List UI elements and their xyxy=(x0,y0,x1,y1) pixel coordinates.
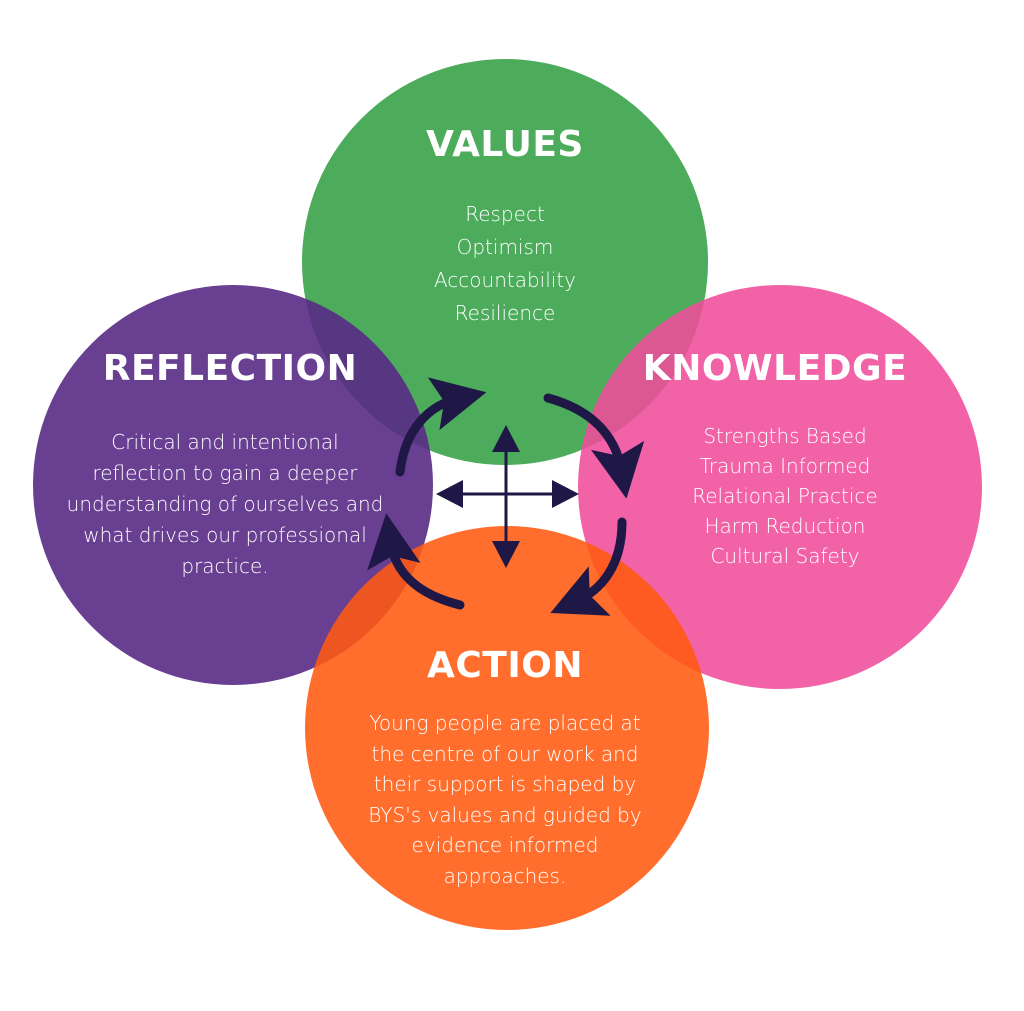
cycle-arrows xyxy=(367,377,645,616)
values-circle xyxy=(302,59,708,465)
arrow-reflection-to-values xyxy=(395,377,487,477)
reflection-line: practice. xyxy=(181,554,269,578)
values-item: Optimism xyxy=(456,235,554,259)
arrow-values-to-knowledge xyxy=(543,393,645,499)
knowledge-circle xyxy=(578,285,982,689)
reflection-line: Critical and intentional xyxy=(111,430,339,454)
values-item: Accountability xyxy=(433,268,577,292)
action-line: BYS's values and guided by xyxy=(368,802,642,827)
reflection-line: understanding of ourselves and xyxy=(66,492,384,516)
reflection-title: REFLECTION xyxy=(102,348,358,389)
arrow-up-icon xyxy=(492,425,520,452)
reflection-circle xyxy=(33,285,433,685)
reflection-line: reflection to gain a deeper xyxy=(92,461,358,485)
action-line: approaches. xyxy=(443,863,567,888)
knowledge-item: Trauma Informed xyxy=(699,454,871,478)
action-title: ACTION xyxy=(427,645,583,686)
action-line: evidence informed xyxy=(411,833,599,857)
reflection-text: Critical and intentional reflection to ga… xyxy=(40,427,410,582)
action-line: their support is shaped by xyxy=(373,772,637,796)
four-way-arrow-icon xyxy=(436,425,579,568)
knowledge-item: Relational Practice xyxy=(692,484,878,508)
knowledge-title: KNOWLEDGE xyxy=(642,348,908,389)
values-title: VALUES xyxy=(426,124,584,165)
knowledge-item: Strengths Based xyxy=(703,424,867,448)
arrow-knowledge-to-action xyxy=(550,517,627,616)
values-item: Resilience xyxy=(454,301,556,325)
action-text: Young people are placed at the centre of … xyxy=(340,708,670,891)
knowledge-item: Cultural Safety xyxy=(710,544,860,568)
action-line: the centre of our work and xyxy=(371,741,639,766)
action-circle xyxy=(305,526,709,930)
knowledge-item: Harm Reduction xyxy=(704,514,866,538)
arrow-left-icon xyxy=(436,480,463,508)
arrow-right-icon xyxy=(552,480,579,508)
reflection-line: what drives our professional xyxy=(83,523,367,547)
action-line: Young people are placed at xyxy=(369,711,641,735)
arrow-down-icon xyxy=(492,541,520,568)
arrow-action-to-reflection xyxy=(367,513,465,610)
values-item: Respect xyxy=(465,202,545,226)
